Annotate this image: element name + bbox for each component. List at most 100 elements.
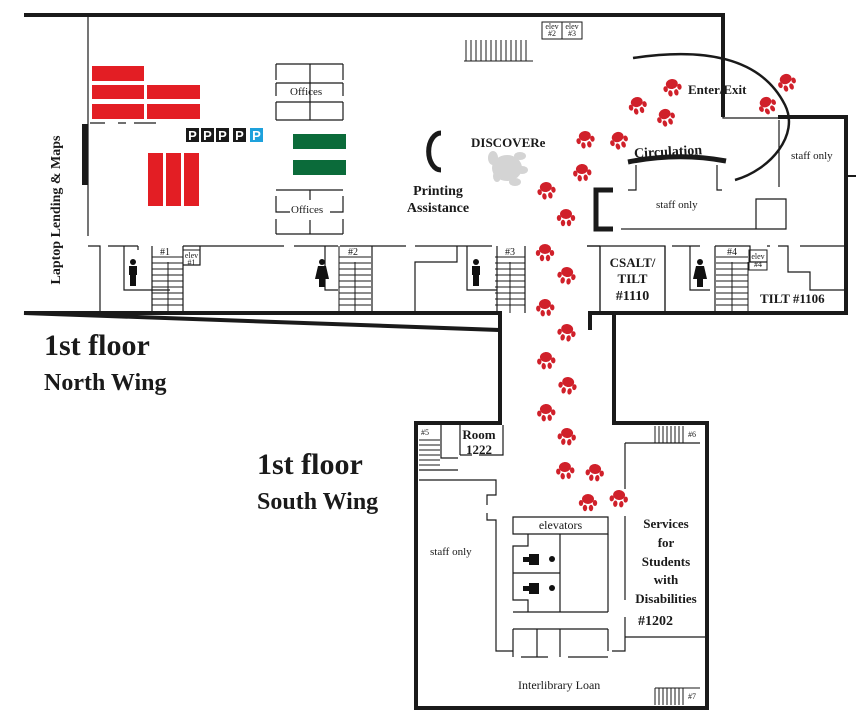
ssd-label-3: Students xyxy=(641,554,691,569)
restroom-women-icon xyxy=(693,259,707,287)
elevators-label: elevators xyxy=(538,518,583,532)
offices-top-walls xyxy=(275,63,344,121)
room-1222-number: 1222 xyxy=(466,442,492,457)
south-wing-title: 1st floor xyxy=(257,448,363,481)
paw-print-icon xyxy=(609,489,628,508)
paw-print-icon xyxy=(573,163,592,182)
stairs-6-label: #6 xyxy=(688,430,696,439)
paw-print-icon xyxy=(628,96,647,115)
entrance-wall xyxy=(722,55,778,119)
ssd-label-4: with xyxy=(653,572,679,587)
printer-icon-3[interactable]: P xyxy=(215,127,230,143)
discovere-paw-icon xyxy=(488,151,528,186)
staff-only-right-label: staff only xyxy=(791,150,833,162)
csalt-room-label: #1110 xyxy=(615,289,650,304)
restroom-icon xyxy=(523,554,555,565)
paw-print-icon xyxy=(557,323,576,342)
restroom-men-icon xyxy=(472,259,480,286)
offices-top-label: Offices xyxy=(290,86,323,98)
paw-print-icon xyxy=(778,73,796,92)
elevator-4-number: #4 xyxy=(754,260,762,269)
printer-icon-color[interactable]: P xyxy=(249,127,264,143)
elevator-2-number: #2 xyxy=(548,29,556,38)
shelf xyxy=(147,104,200,119)
paw-print-icon xyxy=(557,266,576,285)
shelf xyxy=(92,66,144,81)
stairs-3 xyxy=(495,256,525,313)
stairs-top xyxy=(464,40,533,62)
circulation-desk xyxy=(627,154,727,165)
north-wing-subtitle: North Wing xyxy=(44,370,167,396)
paw-trail xyxy=(535,73,796,512)
bookshelves xyxy=(92,66,200,206)
interlibrary-loan-label: Interlibrary Loan xyxy=(518,678,601,692)
stairs-5 xyxy=(419,439,440,466)
south-wing-subtitle: South Wing xyxy=(257,489,379,515)
paw-print-icon xyxy=(576,130,595,149)
stairs-7-label: #7 xyxy=(688,692,696,701)
elevator-3-number: #3 xyxy=(568,29,576,38)
paw-print-icon xyxy=(558,376,577,395)
stairs-2 xyxy=(338,246,371,313)
paw-print-icon xyxy=(585,463,604,482)
paw-print-icon xyxy=(657,108,675,127)
stairs-6 xyxy=(654,426,684,443)
staff-only-counter xyxy=(593,187,613,232)
paw-print-icon xyxy=(663,78,682,97)
corridor-walls xyxy=(88,245,526,313)
elevator-3-box xyxy=(561,21,583,40)
elevator-4-label: elev xyxy=(751,252,765,261)
discovere-label: DISCOVERe xyxy=(471,135,546,150)
elevator-2-label: elev xyxy=(545,22,559,31)
elevator-1-label: elev xyxy=(184,251,199,260)
shelf xyxy=(166,153,181,206)
shelf xyxy=(184,153,199,206)
elevator-4-box xyxy=(748,249,768,271)
stairs-3-label: #3 xyxy=(505,247,515,258)
paw-print-icon xyxy=(759,96,776,115)
printing-assistance-label: Printing xyxy=(413,184,463,199)
restroom-men-icon xyxy=(129,259,137,286)
paw-print-icon xyxy=(537,181,556,200)
enter-exit-label[interactable]: Enter/Exit xyxy=(688,82,747,97)
elevator-3-label: elev xyxy=(565,22,579,31)
shelf xyxy=(147,85,200,99)
restroom-women-icon xyxy=(315,259,329,287)
paw-print-icon xyxy=(578,494,598,512)
printer-icon-2[interactable]: P xyxy=(200,127,215,143)
ssd-label-5: Disabilities xyxy=(635,591,697,606)
shelf xyxy=(148,153,163,206)
elevator-1-number: #1 xyxy=(187,258,196,267)
csalt-walls xyxy=(587,245,666,313)
north-wing-title: 1st floor xyxy=(44,329,150,362)
stairs-1 xyxy=(152,256,183,313)
stairs-5-label: #5 xyxy=(421,428,429,437)
csalt-label: CSALT/ xyxy=(609,255,656,270)
laptop-lending-label: Laptop Lending & Maps xyxy=(49,135,64,285)
stairs-1-label: #1 xyxy=(160,247,170,258)
elevator-1-box xyxy=(182,249,201,266)
paw-print-icon xyxy=(537,403,556,422)
paw-print-icon xyxy=(556,461,575,480)
staff-only-center-label: staff only xyxy=(656,199,698,211)
printer-icon-1[interactable]: P xyxy=(185,127,200,143)
shelf xyxy=(92,104,144,119)
paw-print-icon xyxy=(556,209,576,227)
printing-assistance-label-2: Assistance xyxy=(406,201,470,216)
paw-print-icon xyxy=(535,244,555,262)
offices-bottom-label: Offices xyxy=(291,204,324,216)
restroom-icon xyxy=(523,583,555,594)
staff-only-center-walls xyxy=(630,198,787,230)
paw-print-icon xyxy=(537,351,556,370)
circulation-back xyxy=(628,165,722,191)
stairs-4-label: #4 xyxy=(727,247,737,258)
csalt-label-2: TILT xyxy=(617,271,648,286)
table xyxy=(293,160,346,175)
shelf xyxy=(92,85,144,99)
offices-bottom-walls xyxy=(275,189,344,235)
ssd-label-2: for xyxy=(657,535,675,550)
paw-print-icon xyxy=(557,427,576,446)
printer-icon-4[interactable]: P xyxy=(232,127,247,143)
entrance-ellipse xyxy=(632,52,791,182)
